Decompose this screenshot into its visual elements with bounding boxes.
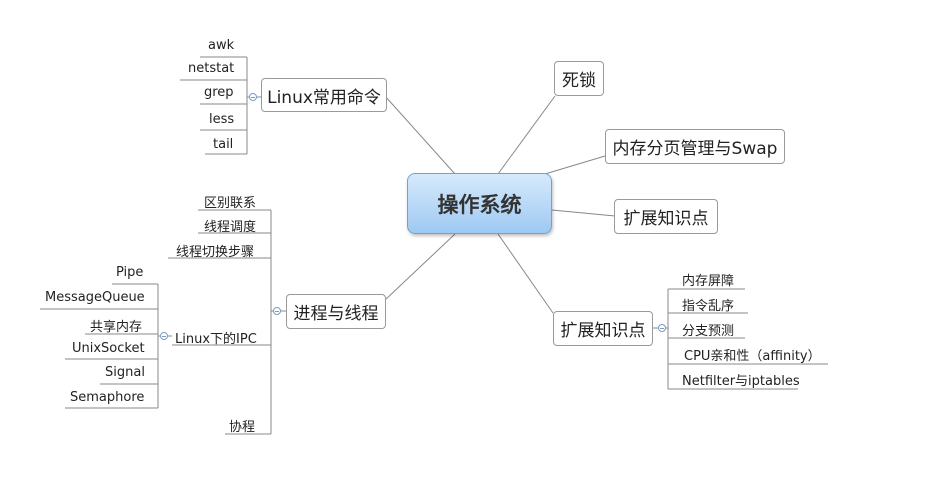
leaf-netstat[interactable]: netstat [188,61,235,76]
leaf-ipc-shared-memory[interactable]: 共享内存 [90,320,143,335]
node-deadlock[interactable]: 死锁 [554,61,604,96]
leaf-thread-scheduling[interactable]: 线程调度 [204,220,257,235]
leaf-ipc-message-queue[interactable]: MessageQueue [45,290,145,305]
leaf-thread-switch-steps[interactable]: 线程切换步骤 [176,245,255,260]
node-memory-paging-label: 内存分页管理与Swap [612,139,778,159]
leaf-coroutine[interactable]: 协程 [229,420,256,435]
leaf-linux-ipc[interactable]: Linux下的IPC [175,332,257,347]
node-extended-knowledge-2[interactable]: 扩展知识点 [553,311,653,346]
node-deadlock-label: 死锁 [562,71,596,91]
leaf-ipc-semaphore[interactable]: Semaphore [70,390,145,405]
node-memory-paging[interactable]: 内存分页管理与Swap [605,129,785,164]
node-process-thread[interactable]: 进程与线程 [286,294,386,329]
leaf-memory-barrier[interactable]: 内存屏障 [682,274,735,289]
node-process-thread-label: 进程与线程 [293,304,379,324]
leaf-ipc-unix-socket[interactable]: UnixSocket [72,341,145,356]
collapse-toggle-icon[interactable] [249,93,257,101]
node-linux-commands-label: Linux常用命令 [267,87,381,108]
leaf-tail[interactable]: tail [213,137,234,152]
leaf-grep[interactable]: grep [204,85,234,100]
root-label: 操作系统 [437,192,522,217]
node-extended-knowledge-1-label: 扩展知识点 [623,209,709,229]
leaf-difference-relation[interactable]: 区别联系 [204,196,257,211]
collapse-toggle-icon[interactable] [658,324,666,332]
leaf-ipc-signal[interactable]: Signal [105,365,145,380]
leaf-ipc-pipe[interactable]: Pipe [116,265,144,280]
collapse-toggle-icon[interactable] [273,307,281,315]
root-node[interactable]: 操作系统 [407,173,552,234]
collapse-toggle-icon[interactable] [160,332,168,340]
leaf-branch-prediction[interactable]: 分支预测 [682,324,735,339]
leaf-less[interactable]: less [209,112,235,127]
leaf-awk[interactable]: awk [208,38,235,53]
node-extended-knowledge-2-label: 扩展知识点 [560,321,646,341]
leaf-netfilter-iptables[interactable]: Netfilter与iptables [682,374,800,389]
leaf-instruction-reorder[interactable]: 指令乱序 [682,299,735,314]
node-extended-knowledge-1[interactable]: 扩展知识点 [614,199,718,234]
leaf-cpu-affinity[interactable]: CPU亲和性（affinity） [684,349,821,364]
node-linux-commands[interactable]: Linux常用命令 [261,78,387,112]
